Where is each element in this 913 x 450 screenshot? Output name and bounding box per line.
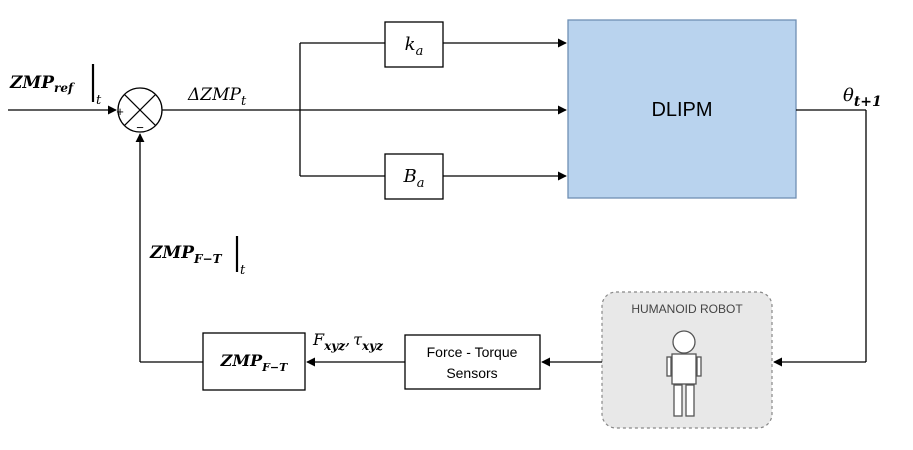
dlipm-block: DLIPM (567, 19, 797, 199)
humanoid-robot-block: HUMANOID ROBOT (601, 291, 773, 429)
svg-text:Ba: Ba (403, 166, 425, 191)
svg-text:ZMPref: ZMPref (9, 73, 75, 95)
plus-sign: + (116, 104, 124, 119)
force-torque-sensors-block: Force - Torque Sensors (404, 334, 541, 390)
svg-text:t: t (240, 263, 246, 278)
svg-text:Sensors: Sensors (446, 365, 497, 381)
gain-ba-block: Ba (384, 153, 444, 200)
svg-text:ZMPF−T: ZMPF−T (149, 243, 223, 266)
feedback-label: ZMPF−T t (149, 236, 246, 278)
svg-text:ZMPF−T: ZMPF−T (220, 351, 288, 374)
robot-figure-icon (666, 330, 702, 417)
error-label: ΔZMPt (187, 85, 247, 109)
input-label: ZMPref t (9, 64, 102, 108)
zmp-ft-block: ZMPF−T (202, 332, 306, 391)
sensor-signal-label: Fxyz,τxyz (312, 330, 384, 353)
minus-sign: − (136, 120, 144, 135)
svg-text:DLIPM: DLIPM (651, 99, 712, 121)
gain-ka-block: ka (384, 21, 444, 68)
svg-text:t: t (96, 93, 102, 108)
summing-junction: + − (116, 87, 163, 135)
svg-text:HUMANOID ROBOT: HUMANOID ROBOT (631, 302, 743, 316)
svg-text:Force - Torque: Force - Torque (427, 344, 518, 360)
output-label: θt+1 (843, 85, 882, 110)
svg-text:ka: ka (405, 34, 424, 59)
